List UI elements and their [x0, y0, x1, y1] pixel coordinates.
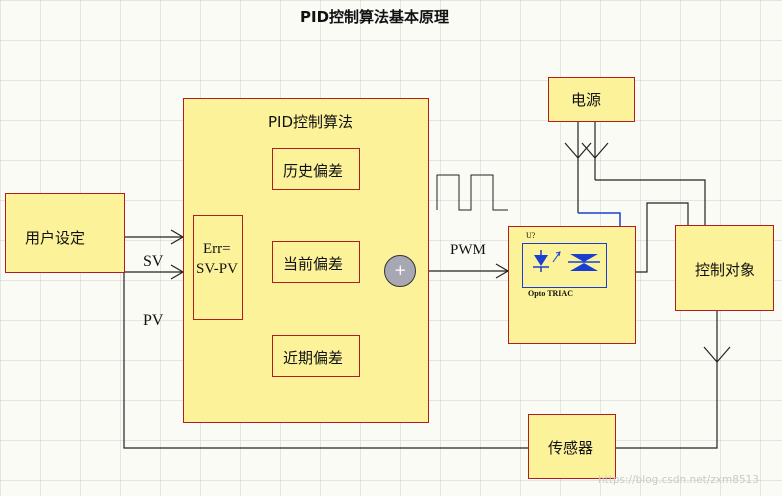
opto-ref-label: U?: [526, 231, 536, 240]
power-label: 电源: [571, 91, 602, 109]
pwm-label: PWM: [450, 242, 486, 258]
history-error-label: 历史偏差: [283, 162, 344, 180]
light-arrow-icon: [552, 251, 561, 263]
opto-inner-frame: [522, 243, 607, 288]
pv-label: PV: [143, 312, 164, 329]
summer-circle: +: [384, 255, 416, 287]
control-object-label: 控制对象: [695, 261, 756, 279]
control-object-block: 控制对象: [675, 225, 774, 311]
power-block: 电源: [548, 77, 635, 122]
error-line-2: SV-PV: [196, 261, 238, 277]
wire-feedback: [123, 271, 528, 449]
history-error-block: 历史偏差: [272, 148, 360, 190]
opto-triac-block: [508, 226, 636, 344]
recent-error-block: 近期偏差: [272, 335, 360, 377]
error-line-1: Err=: [203, 241, 231, 257]
pid-algorithm-label: PID控制算法: [268, 113, 354, 131]
current-error-block: 当前偏差: [272, 241, 360, 283]
summer-plus-label: +: [394, 261, 407, 279]
user-setting-label: 用户设定: [25, 229, 86, 247]
user-setting-block: 用户设定: [5, 193, 125, 273]
diagram-title: PID控制算法基本原理: [300, 8, 450, 26]
watermark: https://blog.csdn.net/zxm8513: [598, 474, 759, 486]
opto-triac-label: Opto TRIAC: [528, 289, 573, 298]
sensor-label: 传感器: [548, 439, 594, 457]
current-error-label: 当前偏差: [283, 255, 344, 273]
led-icon: [534, 255, 548, 266]
sensor-block: 传感器: [528, 414, 616, 479]
sv-label: SV: [143, 253, 164, 270]
error-block: Err= SV-PV: [193, 215, 243, 320]
pwm-waveform: [436, 174, 508, 211]
triac-icon: [570, 254, 598, 262]
recent-error-label: 近期偏差: [283, 349, 344, 367]
